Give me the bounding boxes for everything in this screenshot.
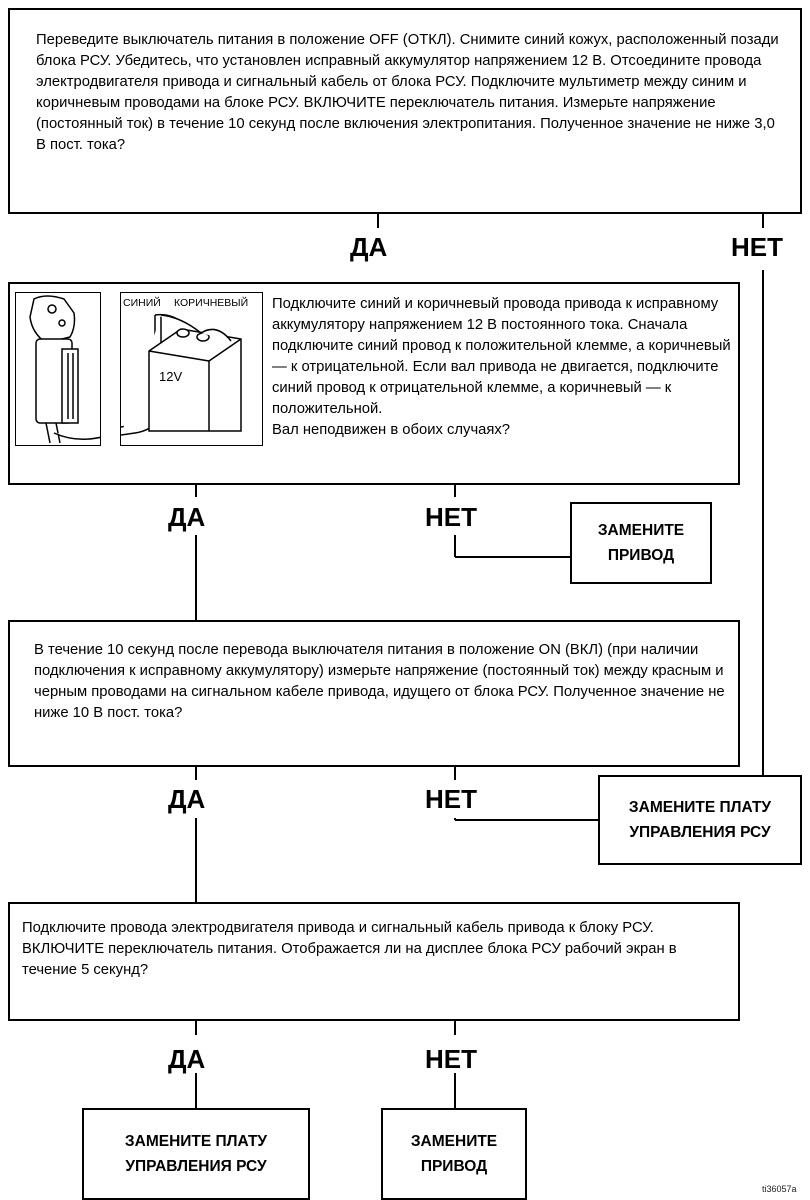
battery-voltage-label: 12V [159, 369, 183, 384]
replace-drive-action-1: ЗАМЕНИТЕ ПРИВОД [570, 502, 712, 584]
step4-yes-label: ДА [168, 1044, 206, 1074]
replace-board-action-1: ЗАМЕНИТЕ ПЛАТУ УПРАВЛЕНИЯ РСУ [598, 775, 802, 865]
step4-text: Подключите провода электродвигателя прив… [22, 920, 677, 978]
figure-id: ti36057a [762, 1184, 797, 1194]
drive-actuator-illustration [15, 292, 101, 446]
replace-drive-action-2: ЗАМЕНИТЕ ПРИВОД [381, 1108, 527, 1200]
step3-yes-label: ДА [168, 784, 206, 814]
step3-no-label: НЕТ [425, 784, 477, 814]
battery-connection-illustration: СИНИЙ КОРИЧНЕВЫЙ 12V [120, 292, 263, 446]
step3-text: В течение 10 секунд после перевода выклю… [34, 642, 725, 721]
replace-board-action-2: ЗАМЕНИТЕ ПЛАТУ УПРАВЛЕНИЯ РСУ [82, 1108, 310, 1200]
step2-yes-label: ДА [168, 502, 206, 532]
step2-box: СИНИЙ КОРИЧНЕВЫЙ 12V Подключите синий и … [8, 282, 740, 485]
step1-yes-label: ДА [350, 232, 388, 262]
step3-box: В течение 10 секунд после перевода выклю… [8, 620, 740, 767]
wire-label-brown: КОРИЧНЕВЫЙ [174, 297, 249, 309]
step2-text: Подключите синий и коричневый провода пр… [272, 296, 731, 438]
battery-drawing [121, 313, 242, 436]
drive-actuator-drawing [29, 295, 100, 444]
step1-text: Переведите выключатель питания в положен… [36, 32, 779, 153]
step4-no-label: НЕТ [425, 1044, 477, 1074]
wire-label-blue: СИНИЙ [123, 297, 161, 309]
step4-box: Подключите провода электродвигателя прив… [8, 902, 740, 1021]
step2-no-label: НЕТ [425, 502, 477, 532]
step1-no-label: НЕТ [731, 232, 783, 262]
step1-box: Переведите выключатель питания в положен… [8, 8, 802, 214]
